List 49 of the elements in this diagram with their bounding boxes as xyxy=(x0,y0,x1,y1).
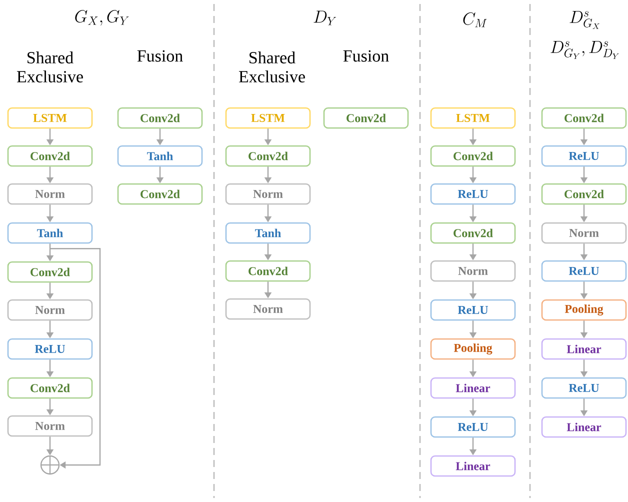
layer-box: Norm xyxy=(225,183,311,205)
layer-box: Conv2d xyxy=(430,145,516,167)
layer-box: Norm xyxy=(541,222,627,244)
layer-box: Pooling xyxy=(430,338,516,360)
layer-box: Conv2d xyxy=(225,260,311,282)
arrow xyxy=(50,248,101,469)
layer-box: Conv2d xyxy=(430,222,516,244)
column-title: $G_X, G_Y$ xyxy=(75,10,129,26)
layer-box: Linear xyxy=(430,377,516,399)
column-subtitle: Shared Exclusive xyxy=(16,52,83,82)
layer-box: LSTM xyxy=(225,107,311,129)
layer-box: Tanh xyxy=(117,145,203,167)
layer-box: ReLU xyxy=(430,299,516,321)
layer-box: ReLU xyxy=(541,145,627,167)
layer-box: Linear xyxy=(541,338,627,360)
layer-box: Conv2d xyxy=(117,183,203,205)
column-subtitle: Shared Exclusive xyxy=(238,52,305,82)
layer-box: LSTM xyxy=(7,107,93,129)
layer-box: Linear xyxy=(430,455,516,477)
layer-box: Pooling xyxy=(541,299,627,321)
layer-box: LSTM xyxy=(430,107,516,129)
layer-box: Norm xyxy=(7,183,93,205)
column-subtitle: Fusion xyxy=(343,50,389,62)
layer-box: Norm xyxy=(7,415,93,437)
layer-box: Conv2d xyxy=(7,377,93,399)
column-title: $D_Y$ xyxy=(314,10,336,26)
layer-box: ReLU xyxy=(430,183,516,205)
layer-box: ReLU xyxy=(541,260,627,282)
layer-box: Conv2d xyxy=(225,145,311,167)
layer-box: Conv2d xyxy=(541,107,627,129)
layer-box: Norm xyxy=(225,298,311,320)
layer-box: Linear xyxy=(541,416,627,438)
layer-box: Tanh xyxy=(7,222,93,244)
layer-box: Tanh xyxy=(225,222,311,244)
column-title: $D^s_{G_Y}, D^s_{D_Y}$ xyxy=(550,41,619,59)
layer-box: ReLU xyxy=(430,416,516,438)
layer-box: Norm xyxy=(430,260,516,282)
layer-box: Conv2d xyxy=(541,183,627,205)
layer-box: Conv2d xyxy=(323,107,409,129)
layer-box: ReLU xyxy=(541,377,627,399)
sum-circle xyxy=(40,455,60,475)
layer-box: Conv2d xyxy=(7,261,93,283)
layer-box: ReLU xyxy=(7,338,93,360)
layer-box: Conv2d xyxy=(7,145,93,167)
column-title: $C_M$ xyxy=(463,12,487,28)
layer-box: Norm xyxy=(7,299,93,321)
column-title: $D^s_{G_X}$ xyxy=(570,11,600,29)
layer-box: Conv2d xyxy=(117,107,203,129)
column-subtitle: Fusion xyxy=(137,50,183,62)
